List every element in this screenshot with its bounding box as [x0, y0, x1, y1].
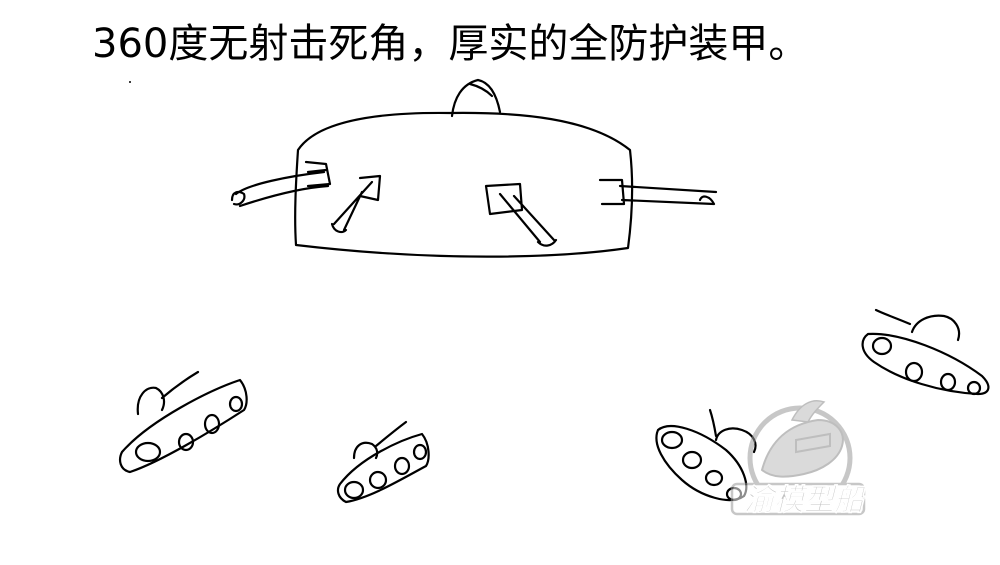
- fortress-drawing: [230, 78, 718, 258]
- stray-dot: [129, 81, 131, 83]
- tank-2-drawing: [336, 420, 430, 504]
- caption-text: 360度无射击死角，厚实的全防护装甲。: [92, 21, 809, 67]
- watermark-logo: 渝模型船: [730, 400, 867, 518]
- fortress-gun-right: [598, 178, 718, 206]
- watermark-mascot: [760, 418, 844, 478]
- watermark-badge: [730, 482, 866, 516]
- fortress-gun-left: [230, 160, 332, 208]
- tank-4-drawing: [861, 308, 990, 396]
- watermark-sail: [790, 400, 826, 423]
- tank-1-drawing: [119, 370, 248, 474]
- fortress-gun-left-center: [330, 174, 382, 234]
- fortress-cupola: [450, 78, 502, 118]
- fortress-gun-center: [484, 182, 558, 247]
- fortress-outline: [294, 111, 634, 258]
- watermark-text: 渝模型船: [744, 483, 867, 518]
